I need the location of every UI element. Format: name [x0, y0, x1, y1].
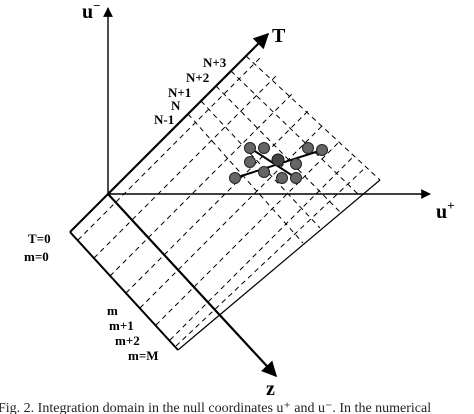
z-axis [107, 193, 278, 378]
t-zero-label: T=0 [28, 231, 51, 246]
stencil-node [244, 142, 256, 154]
stencil-node [258, 142, 270, 154]
stencil-node [302, 142, 314, 154]
time-level-label: N-1 [154, 112, 174, 127]
stencil-node [271, 153, 285, 167]
left-boundary-line [69, 231, 179, 351]
stencil-node [290, 172, 302, 184]
time-level-label: N+2 [186, 70, 209, 85]
stencil-node [258, 166, 270, 178]
time-level-label: N+1 [168, 85, 191, 100]
u-plus-label: u+ [436, 198, 455, 223]
right-boundary-line [177, 179, 381, 351]
grid-lines [77, 55, 381, 347]
m-zero-label: m=0 [24, 249, 49, 264]
stencil-node [276, 172, 288, 184]
stencil-node [316, 144, 328, 156]
time-level-label: N [171, 98, 181, 113]
stencil-node [290, 158, 302, 170]
m-end-label: m=M [128, 348, 159, 363]
stencil-node [229, 172, 241, 184]
z-axis-label: z [266, 378, 275, 400]
space-index-label: m+2 [115, 333, 140, 348]
time-level-label: N+3 [203, 55, 227, 70]
t-axis-label: T [272, 25, 286, 47]
figure-caption: Fig. 2. Integration domain in the null c… [0, 401, 431, 414]
stencil-node [244, 156, 256, 168]
initial-boundary-line [69, 193, 109, 233]
u-minus-label: u− [82, 0, 101, 23]
space-index-label: m+1 [109, 318, 134, 333]
space-index-label: m [107, 303, 118, 318]
stencil [229, 142, 328, 184]
